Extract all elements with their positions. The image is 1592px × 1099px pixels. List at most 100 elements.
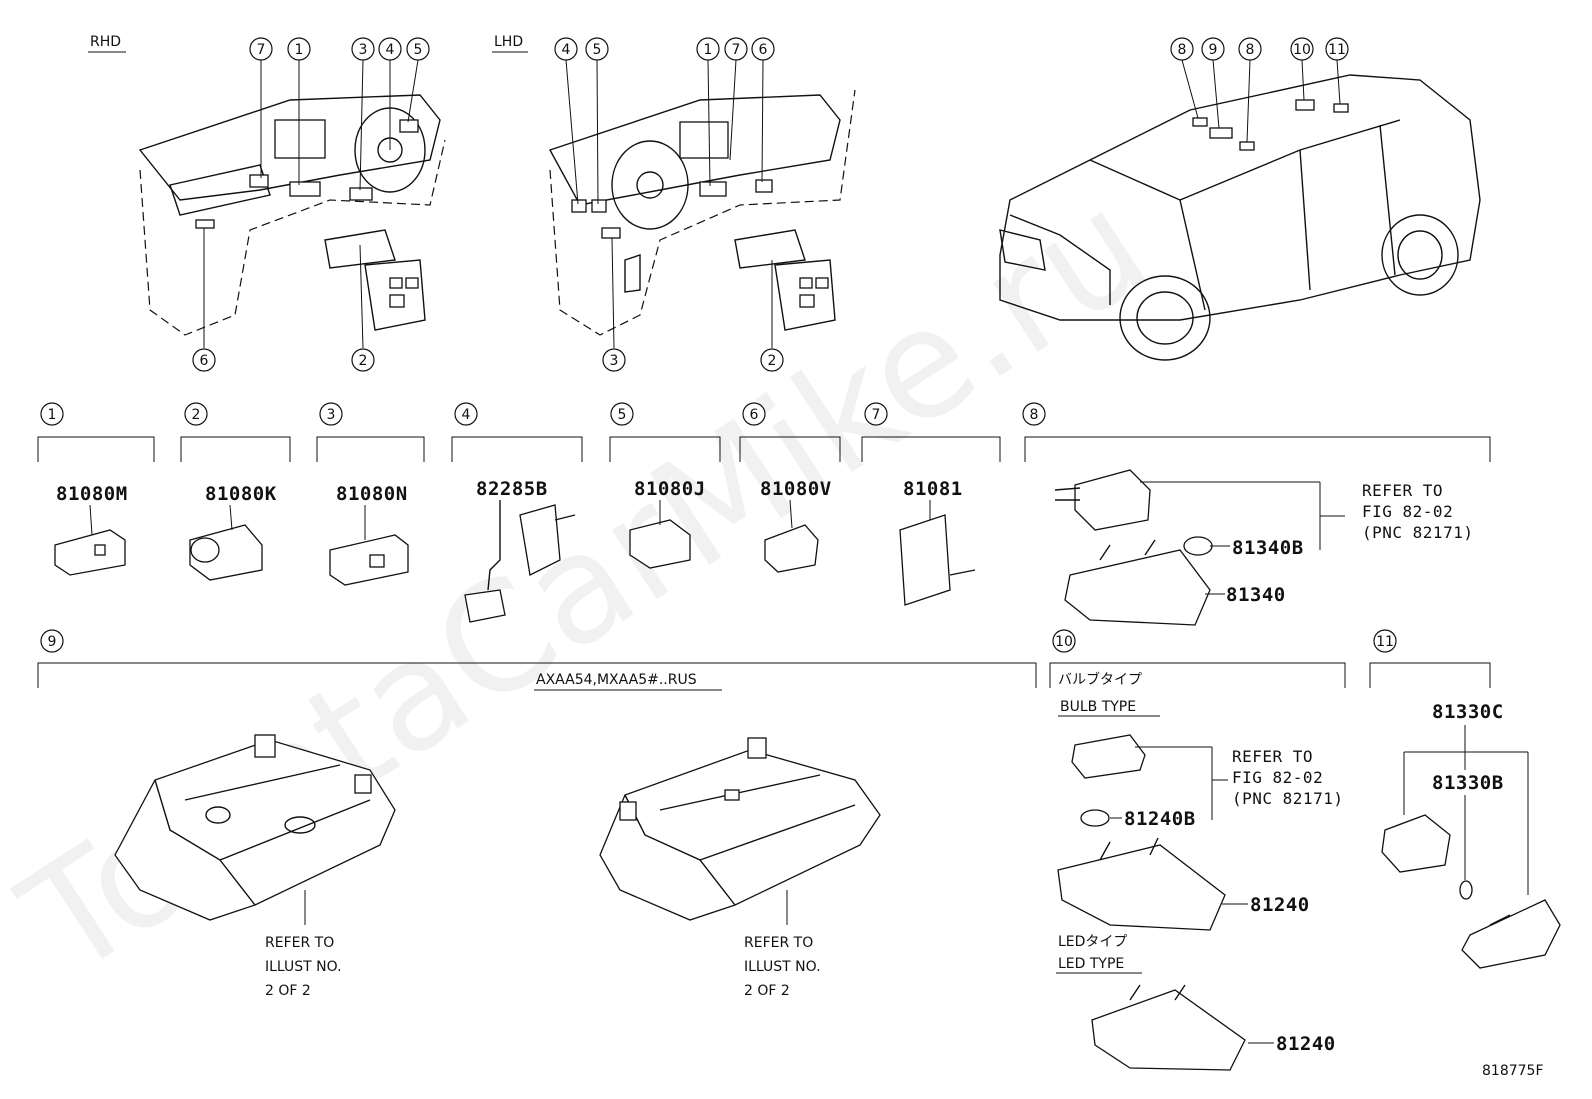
rhd-callout-1: 1 [287,37,311,61]
part-81240-led: 81240 [1276,1033,1336,1055]
model-code: AXAA54,MXAA5#..RUS [536,672,697,688]
svg-text:8: 8 [1030,407,1039,423]
lhd-callout-3: 3 [602,348,626,372]
svg-text:FIG 82-02: FIG 82-02 [1362,502,1453,521]
group-num-2: 2 [184,402,208,426]
part-81240-bulb: 81240 [1250,894,1310,916]
rhd-callout-6: 6 [192,348,216,372]
car-callout-8b: 8 [1238,37,1262,61]
rhd-callout-7: 7 [249,37,273,61]
rhd-callout-3: 3 [351,37,375,61]
car-callout-11: 11 [1325,37,1349,61]
group-part-numbers: 81080M 81080K 81080N 82285B 81080J 81080… [56,478,963,505]
vehicle-overview: 8 9 8 10 11 [999,37,1481,361]
svg-text:6: 6 [200,353,209,369]
svg-text:4: 4 [562,42,571,58]
part-81330B: 81330B [1432,772,1504,794]
svg-text:9: 9 [48,634,57,650]
rhd-callout-2: 2 [351,348,375,372]
svg-text:1: 1 [704,42,713,58]
part-81340: 81340 [1226,584,1286,606]
svg-text:4: 4 [386,42,395,58]
svg-text:2: 2 [768,353,777,369]
part-81080J: 81080J [634,478,706,500]
lhd-callout-2: 2 [760,348,784,372]
svg-text:1: 1 [295,42,304,58]
svg-text:9: 9 [1209,42,1218,58]
svg-text:ILLUST NO.: ILLUST NO. [744,959,821,975]
part-81080N: 81080N [336,483,408,505]
rhd-overview: RHD 7 1 3 4 5 6 2 [88,34,446,372]
lhd-label: LHD [494,34,523,50]
svg-text:バルブタイプ: バルブタイプ [1058,671,1142,688]
car-callout-9: 9 [1201,37,1225,61]
lhd-callout-1: 1 [696,37,720,61]
group-part-sketches [54,499,976,623]
group-11: 11 81330C 81330B [1369,629,1561,969]
svg-text:8: 8 [1246,42,1255,58]
svg-text:REFER TO: REFER TO [744,935,813,951]
svg-text:10: 10 [1293,42,1311,58]
part-81330C: 81330C [1432,701,1504,723]
group-num-3: 3 [319,402,343,426]
svg-text:2: 2 [359,353,368,369]
group-num-4: 4 [454,402,478,426]
svg-text:REFER TO: REFER TO [265,935,334,951]
svg-text:LED TYPE: LED TYPE [1058,956,1124,972]
group-num-7: 7 [864,402,888,426]
rhd-callout-5: 5 [406,37,430,61]
group-brackets [37,436,1491,462]
part-81080K: 81080K [205,483,277,505]
group-num-1: 1 [40,402,64,426]
car-callout-10: 10 [1290,37,1314,61]
part-81340B: 81340B [1232,537,1304,559]
svg-text:7: 7 [872,407,881,423]
svg-text:7: 7 [732,42,741,58]
svg-text:(PNC 82171): (PNC 82171) [1362,523,1473,542]
svg-text:5: 5 [414,42,423,58]
svg-text:2 OF 2: 2 OF 2 [744,983,790,999]
group-number-row: 1 2 3 4 5 6 7 8 [40,402,1046,426]
figure-id: 818775F [1482,1063,1544,1079]
group-10: 10 バルブタイプ BULB TYPE 81240B REFER TO FIG … [1049,629,1346,1071]
svg-text:REFER TO: REFER TO [1362,481,1443,500]
lhd-overview: LHD 4 5 1 7 6 3 2 [492,34,856,372]
rhd-callout-4: 4 [378,37,402,61]
svg-text:11: 11 [1376,634,1394,650]
part-82285B: 82285B [476,478,548,500]
part-81240B: 81240B [1124,808,1196,830]
svg-text:3: 3 [359,42,368,58]
car-callout-8a: 8 [1170,37,1194,61]
svg-text:LEDタイプ: LEDタイプ [1058,934,1127,950]
group-num-5: 5 [610,402,634,426]
svg-text:3: 3 [610,353,619,369]
svg-text:3: 3 [327,407,336,423]
svg-text:2: 2 [192,407,201,423]
svg-text:1: 1 [48,407,57,423]
group-num-6: 6 [742,402,766,426]
svg-text:10: 10 [1055,634,1073,650]
lhd-callout-7: 7 [724,37,748,61]
svg-text:11: 11 [1328,42,1346,58]
svg-text:5: 5 [618,407,627,423]
svg-text:(PNC 82171): (PNC 82171) [1232,789,1343,808]
svg-text:7: 7 [257,42,266,58]
svg-text:8: 8 [1178,42,1187,58]
lhd-callout-6: 6 [751,37,775,61]
group-num-8: 8 [1022,402,1046,426]
svg-text:6: 6 [759,42,768,58]
svg-text:ILLUST NO.: ILLUST NO. [265,959,342,975]
part-81080V: 81080V [760,478,832,500]
part-81081: 81081 [903,478,963,500]
svg-text:REFER TO: REFER TO [1232,747,1313,766]
svg-text:2 OF 2: 2 OF 2 [265,983,311,999]
svg-text:4: 4 [462,407,471,423]
svg-text:6: 6 [750,407,759,423]
lhd-callout-5: 5 [585,37,609,61]
svg-text:FIG 82-02: FIG 82-02 [1232,768,1323,787]
svg-text:BULB TYPE: BULB TYPE [1060,699,1136,715]
part-81080M: 81080M [56,483,128,505]
group-9: 9 AXAA54,MXAA5#..RUS REFER TO ILLUST NO.… [37,629,1037,999]
svg-text:5: 5 [593,42,602,58]
